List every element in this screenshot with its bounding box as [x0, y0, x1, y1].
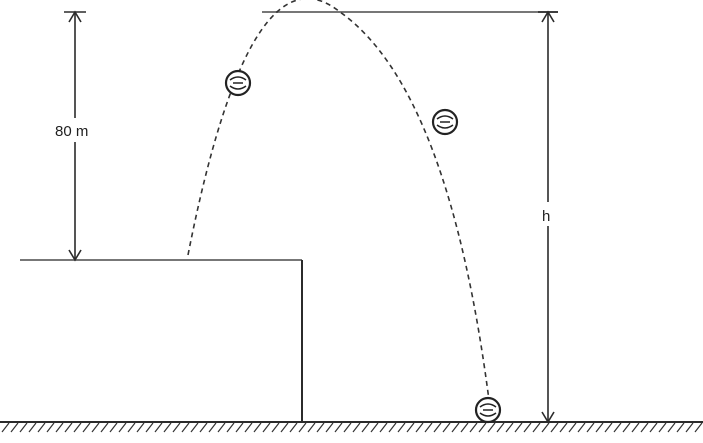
ground-hatch-mark: [172, 422, 181, 433]
dimension-h-arrowhead-bottom: [541, 411, 555, 424]
ground-hatch-mark: [109, 422, 118, 433]
ground-hatch-mark: [676, 422, 685, 433]
trajectory-path: [187, 0, 491, 409]
ground-hatch-mark: [28, 422, 37, 433]
cliff: [20, 259, 303, 422]
ground-hatch-mark: [46, 422, 55, 433]
ground-hatch-mark: [298, 422, 307, 433]
ball-ground: [474, 396, 502, 424]
ground-hatch-mark: [316, 422, 325, 433]
baseball-icon: [479, 403, 497, 417]
ground-hatch-mark: [388, 422, 397, 433]
ground-hatch-mark: [10, 422, 19, 433]
ground-hatch-mark: [1, 422, 10, 433]
ground-hatch-mark: [568, 422, 577, 433]
ground-hatch-mark: [595, 422, 604, 433]
ground-hatch-mark: [343, 422, 352, 433]
ground-hatching: [1, 422, 703, 433]
dimension-h-label: h: [542, 208, 550, 225]
ground: [0, 421, 703, 433]
ball-rising: [224, 69, 252, 97]
ground-hatch-mark: [55, 422, 64, 433]
dimension-80m-arrowhead-bottom: [68, 249, 82, 262]
ground-hatch-mark: [451, 422, 460, 433]
ground-hatch-mark: [226, 422, 235, 433]
ground-hatch-mark: [487, 422, 496, 433]
ground-hatch-mark: [289, 422, 298, 433]
ground-hatch-mark: [460, 422, 469, 433]
ground-hatch-mark: [64, 422, 73, 433]
ground-hatch-mark: [397, 422, 406, 433]
ground-hatch-mark: [667, 422, 676, 433]
ground-hatch-mark: [433, 422, 442, 433]
ground-hatch-mark: [523, 422, 532, 433]
ground-hatch-mark: [154, 422, 163, 433]
ground-hatch-mark: [415, 422, 424, 433]
ground-hatch-mark: [604, 422, 613, 433]
ground-hatch-mark: [217, 422, 226, 433]
ground-hatch-mark: [469, 422, 478, 433]
ground-hatch-mark: [352, 422, 361, 433]
ground-hatch-mark: [118, 422, 127, 433]
dimension-h: h: [538, 10, 558, 424]
dimension-h-arrowhead-top: [541, 10, 555, 23]
dimension-80m: 80 m: [55, 10, 88, 262]
ground-hatch-mark: [361, 422, 370, 433]
ground-hatch-mark: [613, 422, 622, 433]
ground-hatch-mark: [271, 422, 280, 433]
ball-falling: [431, 108, 459, 136]
ground-hatch-mark: [685, 422, 694, 433]
ground-hatch-mark: [505, 422, 514, 433]
ground-hatch-mark: [199, 422, 208, 433]
ground-hatch-mark: [262, 422, 271, 433]
ground-hatch-mark: [514, 422, 523, 433]
ground-hatch-mark: [586, 422, 595, 433]
ground-hatch-mark: [19, 422, 28, 433]
baseball-icon: [436, 115, 454, 129]
ground-hatch-mark: [406, 422, 415, 433]
baseball-icon: [229, 76, 247, 90]
ground-hatch-mark: [559, 422, 568, 433]
ground-hatch-mark: [91, 422, 100, 433]
ground-hatch-mark: [235, 422, 244, 433]
ground-hatch-mark: [325, 422, 334, 433]
ground-hatch-mark: [253, 422, 262, 433]
ground-hatch-mark: [631, 422, 640, 433]
ground-hatch-mark: [478, 422, 487, 433]
ground-hatch-mark: [82, 422, 91, 433]
ground-hatch-mark: [136, 422, 145, 433]
ground-hatch-mark: [640, 422, 649, 433]
ground-hatch-mark: [622, 422, 631, 433]
ground-hatch-mark: [244, 422, 253, 433]
ground-hatch-mark: [577, 422, 586, 433]
ground-hatch-mark: [127, 422, 136, 433]
ground-hatch-mark: [379, 422, 388, 433]
ground-hatch-mark: [100, 422, 109, 433]
ground-hatch-mark: [694, 422, 703, 433]
ground-hatch-mark: [541, 422, 550, 433]
dimension-80m-arrowhead-top: [68, 10, 82, 23]
ground-hatch-mark: [658, 422, 667, 433]
ground-hatch-mark: [649, 422, 658, 433]
ground-hatch-mark: [334, 422, 343, 433]
ground-hatch-mark: [424, 422, 433, 433]
ground-hatch-mark: [190, 422, 199, 433]
ground-hatch-mark: [496, 422, 505, 433]
ground-hatch-mark: [550, 422, 559, 433]
ground-hatch-mark: [181, 422, 190, 433]
ground-hatch-mark: [208, 422, 217, 433]
ground-hatch-mark: [37, 422, 46, 433]
ground-hatch-mark: [307, 422, 316, 433]
ground-hatch-mark: [145, 422, 154, 433]
ground-hatch-mark: [442, 422, 451, 433]
ground-hatch-mark: [280, 422, 289, 433]
dimension-80m-label: 80 m: [55, 123, 88, 140]
ground-hatch-mark: [370, 422, 379, 433]
ground-hatch-mark: [532, 422, 541, 433]
ground-hatch-mark: [163, 422, 172, 433]
ground-hatch-mark: [73, 422, 82, 433]
